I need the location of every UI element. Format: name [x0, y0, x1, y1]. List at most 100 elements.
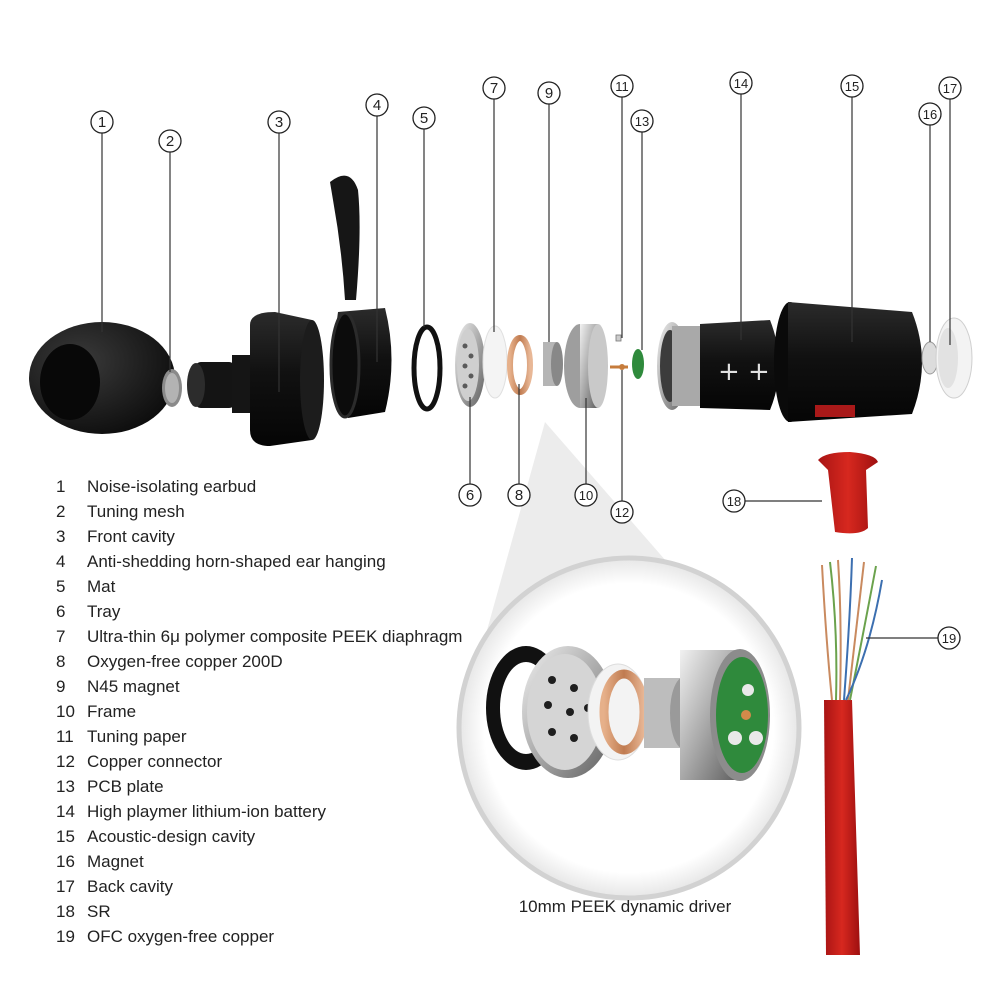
legend-label: Magnet [87, 852, 144, 871]
callout-badge-16 [918, 102, 942, 126]
magnet-part [543, 342, 563, 386]
tuning-mesh-part [162, 369, 182, 407]
callout-number-15: 15 [845, 79, 859, 94]
mat-part [411, 324, 443, 412]
legend-number: 4 [56, 552, 66, 571]
legend-item: 19 OFC oxygen-free copper [56, 924, 496, 949]
callout-badge-12 [610, 500, 634, 524]
legend-item: 7 Ultra-thin 6μ polymer composite PEEK di… [56, 624, 496, 649]
legend-item: 2 Tuning mesh [56, 499, 496, 524]
connector-parts [610, 334, 644, 379]
back-cavity-parts [921, 317, 973, 399]
callout-badge-4 [365, 93, 389, 117]
legend-number: 7 [56, 627, 66, 646]
legend-number: 13 [56, 777, 75, 796]
legend-label: Ultra-thin 6μ polymer composite PEEK dia… [87, 627, 463, 646]
callout-number-18: 18 [727, 494, 741, 509]
legend-number: 9 [56, 677, 66, 696]
callout-badge-17 [938, 76, 962, 100]
legend-label: SR [87, 902, 111, 921]
cable-part [821, 557, 883, 955]
callout-badge-11 [610, 74, 634, 98]
legend-label: PCB plate [87, 777, 164, 796]
legend-number: 18 [56, 902, 75, 921]
callout-badge-10 [574, 483, 598, 507]
callout-number-19: 19 [942, 631, 956, 646]
legend-label: Tuning paper [87, 727, 187, 746]
strain-relief-part [818, 452, 878, 534]
legend-number: 15 [56, 827, 75, 846]
callout-number-5: 5 [420, 110, 428, 127]
callout-badge-3 [267, 110, 291, 134]
callout-number-17: 17 [943, 81, 957, 96]
legend-label: Frame [87, 702, 137, 721]
earbud-part [29, 322, 175, 434]
driver-caption: 10mm PEEK dynamic driver [518, 897, 732, 916]
callout-number-3: 3 [275, 114, 283, 131]
callout-number-16: 16 [923, 107, 937, 122]
callout-number-6: 6 [466, 487, 474, 504]
legend-label: Noise-isolating earbud [87, 477, 257, 496]
legend-number: 12 [56, 752, 75, 771]
legend-label: High playmer lithium-ion battery [87, 802, 327, 821]
legend-item: 15 Acoustic-design cavity [56, 824, 496, 849]
legend-item: 10 Frame [56, 699, 496, 724]
frame-part [564, 324, 608, 408]
legend-number: 5 [56, 577, 66, 596]
callout-number-12: 12 [615, 505, 629, 520]
legend-number: 1 [56, 477, 66, 496]
callout-badge-14 [729, 71, 753, 95]
diaphragm-part [482, 325, 508, 399]
legend-number: 8 [56, 652, 66, 671]
legend-number: 6 [56, 602, 66, 621]
legend-item: 12 Copper connector [56, 749, 496, 774]
legend-number: 3 [56, 527, 66, 546]
callout-badge-8 [507, 483, 531, 507]
legend-label: Acoustic-design cavity [87, 827, 256, 846]
callout-number-9: 9 [545, 85, 553, 102]
callout-number-8: 8 [515, 487, 523, 504]
legend-number: 11 [56, 727, 74, 746]
callout-number-4: 4 [373, 97, 381, 114]
copper-coil-part [507, 335, 533, 395]
front-cavity-part [187, 312, 324, 446]
ear-hanging-part [329, 175, 392, 419]
callout-badge-6 [458, 483, 482, 507]
legend-item: 18 SR [56, 899, 496, 924]
callout-badge-19 [937, 626, 961, 650]
legend-item: 13 PCB plate [56, 774, 496, 799]
legend-number: 10 [56, 702, 75, 721]
callout-number-14: 14 [734, 76, 748, 91]
legend-number: 2 [56, 502, 66, 521]
callout-number-2: 2 [166, 133, 174, 150]
legend-label: OFC oxygen-free copper [87, 927, 275, 946]
callout-badge-5 [412, 106, 436, 130]
legend-item: 3 Front cavity [56, 524, 496, 549]
legend-label: Copper connector [87, 752, 223, 771]
callout-badge-2 [158, 129, 182, 153]
legend-label: Back cavity [87, 877, 173, 896]
callout-badge-1 [90, 110, 114, 134]
callout-badge-9 [537, 81, 561, 105]
driver-closeup [486, 646, 770, 781]
callout-badge-18 [722, 489, 746, 513]
callout-number-1: 1 [98, 114, 106, 131]
legend-item: 11 Tuning paper [56, 724, 496, 749]
callout-badge-15 [840, 74, 864, 98]
legend-number: 16 [56, 852, 75, 871]
callout-number-10: 10 [579, 488, 593, 503]
legend-item: 1 Noise-isolating earbud [56, 474, 496, 499]
tray-part [455, 323, 485, 407]
callout-badge-7 [482, 76, 506, 100]
legend-label: Tuning mesh [87, 502, 185, 521]
legend-item: 16 Magnet [56, 849, 496, 874]
legend-label: Front cavity [87, 527, 175, 546]
legend-number: 19 [56, 927, 75, 946]
callout-badge-13 [630, 109, 654, 133]
